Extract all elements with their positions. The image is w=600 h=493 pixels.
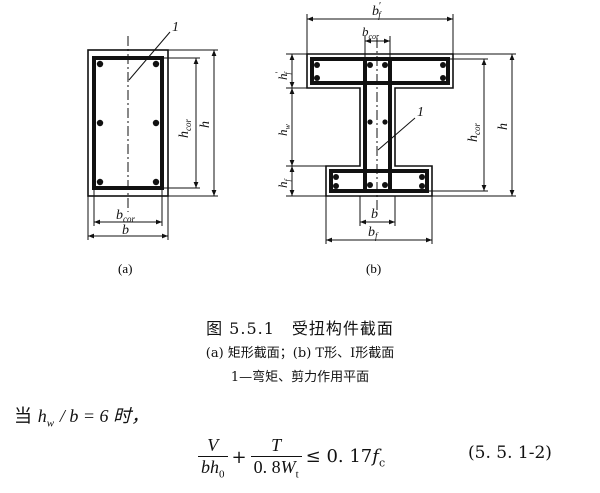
rect-b-label: b: [122, 223, 129, 238]
rebar: [367, 62, 373, 68]
rebar: [419, 183, 425, 189]
i-right-dims: [427, 53, 516, 197]
rebar: [440, 75, 446, 81]
caption-a: (a): [118, 261, 132, 276]
rebar: [419, 174, 425, 180]
rebar: [152, 119, 160, 127]
fraction-t-denominator: 0. 8Wt: [250, 456, 302, 481]
rect-h-label: h: [198, 121, 213, 128]
equation-number: (5. 5. 1-2): [468, 443, 552, 463]
top-flange-stirrup: [310, 57, 450, 85]
figure-note: 1—弯矩、剪力作用平面: [230, 370, 370, 385]
rect-hcor-label: hcor: [177, 119, 193, 138]
figure-subtitle: (a) 矩形截面；(b) T形、I形截面: [205, 346, 395, 361]
rebar: [367, 119, 373, 125]
caption-b: (b): [366, 261, 381, 276]
rebar: [96, 178, 104, 186]
rebar: [314, 62, 320, 68]
section-figure: 1 hcor h bcor b (a): [87, 1, 516, 276]
rebar: [382, 62, 388, 68]
rect-callout-leader: [128, 31, 171, 81]
i-h-label: h: [496, 123, 511, 130]
figure-title: 图 5.5.1 受扭构件截面: [206, 319, 394, 338]
i-callout-leader: [377, 117, 416, 151]
rebar: [152, 178, 160, 186]
i-b-label: b: [371, 207, 378, 222]
rect-bcor-label: bcor: [116, 208, 135, 224]
formula: V bh0 + T 0. 8Wt ≤ 0. 17fc: [194, 435, 385, 481]
fraction-v-numerator: V: [207, 435, 219, 455]
rect-right-dims: [162, 49, 218, 197]
rebar: [440, 62, 446, 68]
fraction-v: V bh0: [198, 435, 228, 481]
condition-rest: / b = 6 时，: [59, 406, 149, 426]
i-top-dims: [306, 14, 454, 59]
plus-sign: +: [231, 447, 247, 469]
rebar: [96, 119, 104, 127]
i-stirrups: [310, 57, 450, 193]
fraction-t: T 0. 8Wt: [250, 435, 302, 481]
i-hf-label: hf: [275, 178, 292, 189]
rect-section: [87, 31, 171, 212]
fraction-t-numerator: T: [271, 435, 282, 455]
i-hcor-label: hcor: [466, 123, 482, 142]
i-rebars: [314, 62, 446, 189]
i-hf-prime-label: h′f: [274, 71, 292, 80]
condition-h: h: [37, 406, 47, 426]
rebar: [314, 75, 320, 81]
rebar: [333, 183, 339, 189]
rebar: [382, 182, 388, 188]
i-section-outline: [306, 53, 454, 197]
rect-rebars: [96, 60, 160, 186]
i-left-dims: [286, 53, 326, 197]
rebar: [333, 174, 339, 180]
rebar: [367, 182, 373, 188]
i-bottom-dims: [325, 196, 433, 244]
rect-callout-label: 1: [172, 20, 179, 35]
bottom-flange-stirrup: [329, 169, 429, 193]
i-callout-label: 1: [417, 105, 424, 120]
i-bf-prime-label: b′f: [372, 1, 382, 20]
rect-bottom-dims: [87, 188, 169, 240]
i-bcor-top-label: bcor: [362, 24, 380, 41]
i-bf-label: bf: [368, 225, 379, 241]
rebar: [382, 119, 388, 125]
condition-prefix: 当: [14, 406, 32, 427]
rebar: [152, 60, 160, 68]
condition-h-sub: w: [46, 417, 55, 430]
i-hw-label: hw: [275, 124, 292, 137]
rebar: [96, 60, 104, 68]
fraction-v-denominator: bh0: [198, 456, 228, 481]
condition-line: 当 hw / b = 6 时，: [14, 402, 149, 430]
formula-rhs: ≤ 0. 17fc: [305, 446, 386, 470]
